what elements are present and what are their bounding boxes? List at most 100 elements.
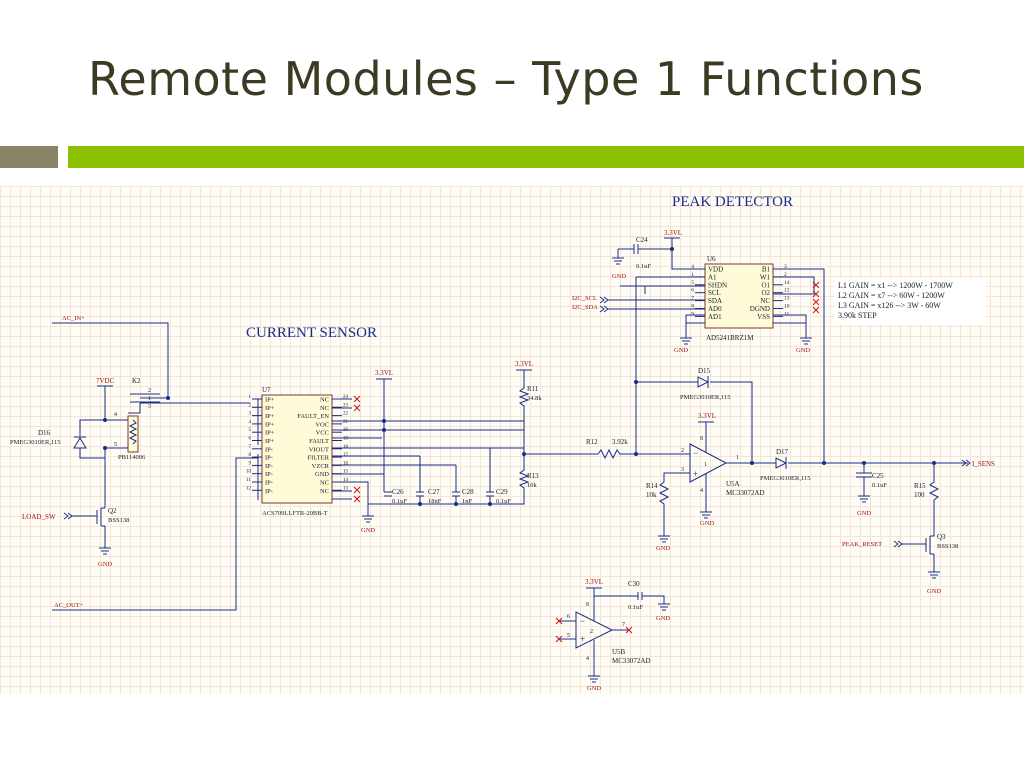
u6-right-gnd-label: GND — [796, 347, 810, 354]
c27-wire — [416, 456, 424, 504]
u6-pin-num-3: 3 — [784, 264, 787, 270]
relay-pin-1: 1 — [148, 396, 151, 402]
c24-gnd-label: GND — [612, 273, 626, 280]
u7-pin-name-7: IP- — [265, 446, 273, 453]
u5a-pin-4: 4 — [700, 488, 703, 494]
u7-pin-num-18: 18 — [343, 445, 349, 450]
u6-addr-wire — [685, 314, 705, 338]
u7-pin-name-23: NC — [320, 405, 329, 412]
u7-vcc-rail — [376, 378, 392, 492]
c27-ref: C27 — [428, 488, 440, 496]
u5b-unit: 2 — [590, 629, 593, 635]
c25-gnd-symbol — [858, 495, 870, 503]
schematic-diagram: PEAK DETECTOR CURRENT SENSOR L1 GAIN = x… — [10, 194, 995, 692]
relay-pin-4: 4 — [114, 412, 117, 418]
c28-value: 1nF — [462, 498, 473, 505]
c29-wire — [486, 448, 494, 504]
q3-ref: Q3 — [937, 533, 946, 541]
u7-body — [261, 394, 333, 504]
u6-pin-num-10: 10 — [784, 304, 790, 310]
c25-wire — [856, 463, 872, 496]
u7-part: ACS709LLFTR-20BB-T — [262, 510, 328, 517]
ac-in-wire — [52, 322, 169, 399]
u7-pin-name-12: IP- — [265, 488, 273, 495]
gain-notes-box — [834, 278, 986, 324]
u6-body — [704, 263, 774, 329]
u6-pin-num-11: 11 — [784, 311, 790, 317]
r11-r13-divider — [490, 369, 532, 505]
u6-pin-name-9: AD1 — [708, 313, 722, 321]
u5a-pin-1: 1 — [736, 455, 739, 461]
u6-pin-name-14: O1 — [761, 281, 770, 289]
u6-pin-num-8: 8 — [691, 304, 694, 310]
ac-out-wire — [52, 457, 258, 611]
u6-ref: U6 — [707, 255, 716, 263]
relay-pin-3: 3 — [148, 404, 151, 410]
u6-pin-num-12: 12 — [784, 288, 790, 294]
c24-ref: C24 — [636, 236, 648, 244]
u7-pin-name-11: IP- — [265, 480, 273, 487]
i-sens-label: I_SENS — [972, 460, 995, 468]
r12-wire — [524, 448, 690, 460]
q2-gnd-label: GND — [98, 561, 112, 568]
gain-note-3: L3 GAIN = x126 --> 3W - 60W — [838, 301, 941, 310]
u7-pin-num-11: 11 — [246, 478, 251, 483]
u6-vdd-wire — [664, 237, 705, 270]
u7-vcc-label: 3.3VL — [375, 369, 393, 377]
vdc7-wire — [97, 385, 128, 421]
d15-part: PMEG3010ER,115 — [680, 394, 731, 401]
r11-ref: R11 — [527, 385, 539, 393]
c26-plates — [384, 491, 392, 497]
u5a-pin-3: 3 — [681, 467, 684, 473]
u7-pin-num-22: 22 — [343, 412, 349, 417]
u7-pin-num-4: 4 — [249, 420, 252, 425]
u7-pin-name-18: VIOUT — [309, 446, 329, 453]
u7-nc-wires — [332, 398, 352, 500]
d16-symbol — [73, 436, 87, 449]
u7-pin-num-15: 15 — [343, 470, 349, 475]
u6-left-gnd-label: GND — [674, 347, 688, 354]
u5b-ref: U5B — [612, 648, 626, 656]
u7-nc-markers — [353, 395, 361, 503]
u5b-gnd-symbol — [588, 675, 600, 683]
load-sw-label: LOAD_SW — [22, 513, 56, 521]
u7-pin-name-16: VZCR — [312, 463, 330, 470]
r13-value: 10k — [527, 482, 538, 489]
load-sw-port — [63, 512, 73, 520]
u6-right-gnd-symbol — [800, 337, 812, 345]
c24-gnd-symbol — [612, 249, 624, 265]
u5b-vcc-label: 3.3VL — [585, 578, 603, 586]
u7-pin-name-9: IP- — [265, 463, 273, 470]
u6-left-gnd-symbol — [680, 337, 692, 345]
u7-pin-num-7: 7 — [249, 445, 252, 450]
relay-contact-wires — [130, 393, 160, 403]
u5b-nc-markers — [555, 617, 633, 643]
u6-pin-num-13: 13 — [784, 296, 790, 302]
u7-pin-name-21: VOC — [315, 421, 329, 428]
r14-wire — [658, 472, 690, 536]
r15-ref: R15 — [914, 482, 926, 490]
u6-pin-name-1: A1 — [708, 273, 717, 281]
c24-value: 0.1uF — [636, 263, 651, 270]
c28-wire — [452, 465, 460, 504]
u6-pin-num-5: 5 — [691, 280, 694, 286]
u6-pin-num-2: 2 — [784, 272, 787, 278]
u6-pin-name-6: SCL — [708, 289, 721, 297]
u6-a1-wire — [635, 276, 705, 382]
r15-wire — [928, 463, 940, 532]
u6-dgnd-wire — [773, 314, 807, 338]
u5b-pin-6: 6 — [567, 614, 570, 620]
gain-note-2: L2 GAIN = x7 --> 60W - 1200W — [838, 291, 945, 300]
u5a-vcc-label: 3.3VL — [698, 412, 716, 420]
u6-b1-wire — [773, 268, 825, 463]
relay-pin-2: 2 — [148, 388, 151, 394]
u7-pin-num-6: 6 — [249, 437, 252, 442]
u7-pin-name-2: IP+ — [265, 405, 275, 412]
q3-gnd-symbol — [928, 571, 940, 579]
i2c-sda-wire — [599, 305, 705, 313]
relay-ref: K2 — [132, 377, 141, 385]
u7-pin-num-19: 19 — [343, 437, 349, 442]
q3-part: BSS138 — [937, 543, 958, 550]
u7-pin-name-24: NC — [320, 397, 329, 404]
